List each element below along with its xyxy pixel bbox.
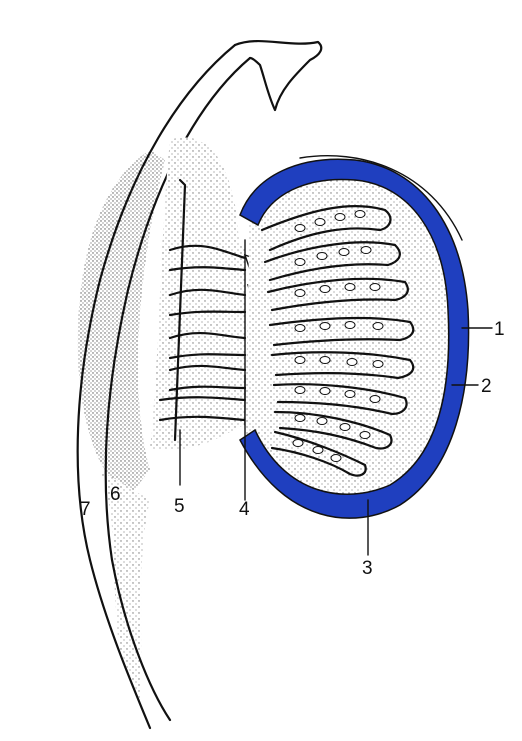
duct-7 <box>76 43 237 730</box>
label-3: 3 <box>362 558 373 579</box>
leader-lines <box>179 327 493 556</box>
efferent-ducts <box>158 244 247 422</box>
epididymis-tail <box>100 470 150 700</box>
label-1: 1 <box>494 319 505 340</box>
tunica-albuginea <box>239 158 470 519</box>
seminiferous-tubules <box>260 204 415 477</box>
tunica-outer-line <box>299 155 463 241</box>
mediastinum <box>150 137 245 450</box>
label-7: 7 <box>80 499 91 520</box>
label-2: 2 <box>481 376 492 397</box>
label-6: 6 <box>110 484 121 505</box>
label-4: 4 <box>239 499 250 520</box>
tubule-cells <box>292 210 384 462</box>
duct-hook <box>233 39 323 112</box>
mediastinum-outline <box>173 178 187 442</box>
label-5: 5 <box>174 496 185 517</box>
